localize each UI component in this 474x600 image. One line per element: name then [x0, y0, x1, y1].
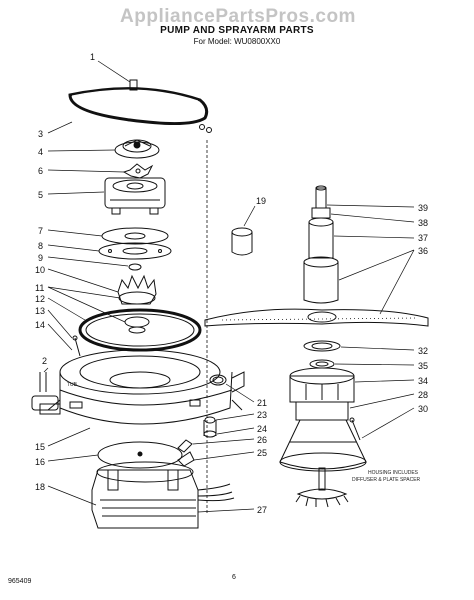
clips: [177, 439, 195, 467]
leader-lines: [43, 60, 415, 513]
callout-4: 4: [38, 147, 43, 157]
star-washer: [122, 163, 154, 179]
impeller: [114, 139, 160, 159]
gasket-plates: [98, 227, 172, 260]
callout-2: 2: [42, 356, 47, 366]
rings: [303, 340, 341, 369]
callout-34: 34: [418, 376, 428, 386]
model-subtitle: For Model: WU0800XX0: [193, 37, 281, 46]
callout-9: 9: [38, 253, 43, 263]
spray-arm: [204, 308, 429, 327]
bushing: [231, 227, 253, 256]
spray-tower: [303, 185, 339, 304]
pump-housing: [289, 367, 355, 421]
housing-note-line1: HOUSING INCLUDES: [368, 470, 419, 476]
callout-numbers: 1 2 3 4 5 6 7 8 9 10 11 12 13 14 15 16 1…: [35, 52, 428, 515]
watermark: AppliancePartsPros.com: [120, 6, 356, 27]
callout-28: 28: [418, 390, 428, 400]
hose-clamp: [209, 374, 227, 386]
pump-cover: [104, 177, 166, 215]
heater-element: [68, 79, 212, 133]
callout-23: 23: [257, 410, 267, 420]
drain-connector: [31, 372, 61, 415]
lower-impeller: [117, 263, 157, 305]
small-fittings: [203, 416, 217, 438]
callout-26: 26: [257, 435, 267, 445]
callout-13: 13: [35, 306, 45, 316]
callout-8: 8: [38, 241, 43, 251]
callout-24: 24: [257, 424, 267, 434]
callout-14: 14: [35, 320, 45, 330]
callout-18: 18: [35, 482, 45, 492]
callout-35: 35: [418, 361, 428, 371]
filter-plate: [295, 467, 349, 508]
callout-1: 1: [90, 52, 95, 62]
callout-32: 32: [418, 346, 428, 356]
callout-19: 19: [256, 196, 266, 206]
callout-36: 36: [418, 246, 428, 256]
callout-25: 25: [257, 448, 267, 458]
callout-21: 21: [257, 398, 267, 408]
callout-7: 7: [38, 226, 43, 236]
page-number: 6: [232, 574, 236, 581]
motor: [91, 461, 235, 529]
callout-39: 39: [418, 203, 428, 213]
sump-base: [47, 349, 245, 425]
callout-38: 38: [418, 218, 428, 228]
screw-14: [72, 335, 81, 357]
callout-11: 11: [35, 283, 44, 293]
callout-30: 30: [418, 404, 428, 414]
callout-5: 5: [38, 190, 43, 200]
callout-6: 6: [38, 166, 43, 176]
tub-label: TUB: [67, 382, 78, 388]
page-title: PUMP AND SPRAYARM PARTS: [160, 25, 314, 36]
callout-16: 16: [35, 457, 45, 467]
document-number: 965409: [8, 578, 32, 585]
callout-15: 15: [35, 442, 45, 452]
diffuser: [279, 419, 367, 472]
housing-note-line2: DIFFUSER & PLATE SPACER: [352, 477, 421, 483]
motor-disk: [97, 441, 183, 469]
screw-30: [349, 417, 361, 441]
callout-3: 3: [38, 129, 43, 139]
callout-10: 10: [35, 265, 45, 275]
callout-37: 37: [418, 233, 428, 243]
seal-ring: [78, 308, 202, 352]
callout-27: 27: [257, 505, 267, 515]
callout-12: 12: [35, 294, 45, 304]
